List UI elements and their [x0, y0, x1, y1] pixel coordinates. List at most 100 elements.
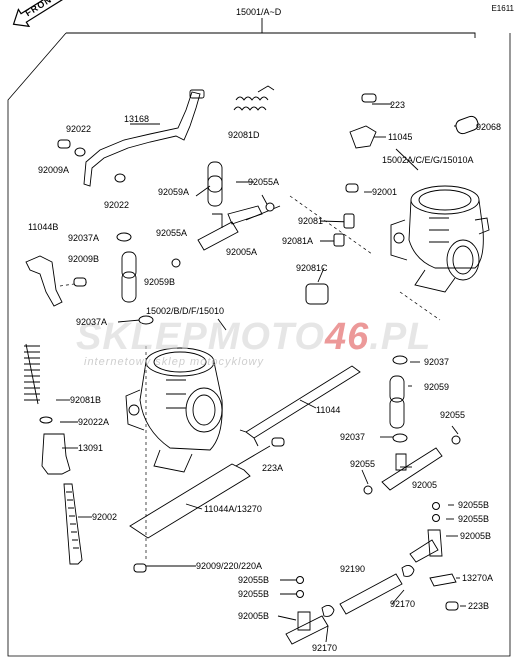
part-label-92009b[interactable]: 92009B: [68, 254, 100, 264]
part-label-11044[interactable]: 11044: [316, 405, 341, 415]
oring-92055a-mid: [171, 258, 181, 268]
fitting-92005: [381, 447, 443, 491]
spring-92081a: [333, 233, 345, 247]
part-label-92005[interactable]: 92005: [412, 480, 438, 490]
cap-92037a-mid: [138, 315, 154, 325]
washer-92022-top: [74, 147, 86, 157]
fitting-92005a: [197, 205, 263, 251]
part-label-13091[interactable]: 13091: [78, 443, 104, 453]
clip-92170-right: [401, 565, 415, 577]
washer-92022-mid: [114, 173, 126, 183]
carburetor-upper: [390, 185, 490, 293]
oring-92055b-3: [296, 576, 304, 584]
screw-223b: [445, 601, 459, 611]
part-label-13270a[interactable]: 13270A: [462, 573, 494, 583]
part-label-92022a[interactable]: 92022A: [78, 417, 110, 427]
screw-92009a: [57, 139, 71, 149]
part-label-92005b-left[interactable]: 92005B: [238, 611, 270, 621]
part-label-92170-right[interactable]: 92170: [390, 599, 416, 609]
part-label-92170-low[interactable]: 92170: [312, 643, 338, 653]
spring-92081c: [305, 283, 329, 305]
part-label-92037a-mid[interactable]: 92037A: [76, 317, 108, 327]
spring-92081b: [24, 343, 40, 405]
part-label-15002a[interactable]: 15002A/C/E/G/15010A: [382, 155, 474, 165]
strip-11044: [239, 365, 361, 447]
carburetor-lower: [125, 347, 223, 473]
oring-92055b-4: [296, 590, 304, 598]
part-label-92081c[interactable]: 92081C: [296, 263, 328, 273]
screw-223a: [271, 437, 285, 447]
fitting-92005b-left: [285, 611, 329, 645]
part-label-15001[interactable]: 15001/A~D: [236, 7, 282, 17]
hose-92190: [339, 573, 403, 615]
cap-92037a-top: [116, 232, 132, 242]
part-label-92081[interactable]: 92081: [298, 216, 324, 226]
part-label-92059b[interactable]: 92059B: [144, 277, 176, 287]
part-label-92055b-4[interactable]: 92055B: [238, 589, 270, 599]
fitting-92005b-right: [409, 529, 443, 563]
spring-92081: [343, 213, 355, 229]
oring-92055-right: [451, 435, 461, 445]
washer-92022a: [39, 416, 53, 424]
screw-92002: [63, 483, 83, 565]
spring-92081d: [233, 85, 275, 111]
part-label-223b[interactable]: 223B: [468, 601, 490, 611]
part-label-11044b[interactable]: 11044B: [28, 222, 59, 232]
part-label-92055a-mid[interactable]: 92055A: [156, 228, 188, 238]
oring-92055a-top: [265, 202, 275, 212]
cap-92037-low: [392, 433, 408, 443]
part-label-92055a-top[interactable]: 92055A: [248, 177, 280, 187]
screw-92001: [345, 183, 359, 193]
oring-92055b-2: [432, 514, 440, 522]
part-label-92009a[interactable]: 92009A: [38, 165, 70, 175]
part-label-15002b[interactable]: 15002/B/D/F/15010: [146, 306, 225, 316]
part-label-223a[interactable]: 223A: [262, 463, 284, 473]
part-label-92055b-1[interactable]: 92055B: [458, 500, 490, 510]
bracket-11044b: [25, 255, 63, 307]
holder-13091: [41, 433, 71, 475]
part-label-92055b-2[interactable]: 92055B: [458, 514, 490, 524]
part-label-92009-220[interactable]: 92009/220/220A: [196, 561, 263, 571]
part-label-92068[interactable]: 92068: [476, 122, 502, 132]
part-label-11044a[interactable]: 11044A/13270: [204, 504, 262, 514]
part-label-11045[interactable]: 11045: [388, 132, 413, 142]
part-label-92005a[interactable]: 92005A: [226, 247, 258, 257]
strip-11044a: [129, 463, 251, 539]
part-label-92081b[interactable]: 92081B: [70, 395, 102, 405]
part-label-92037-right[interactable]: 92037: [424, 357, 450, 367]
part-label-92037a-top[interactable]: 92037A: [68, 233, 100, 243]
part-label-92002[interactable]: 92002: [92, 512, 118, 522]
stop-11045: [349, 125, 377, 149]
part-label-92081d[interactable]: 92081D: [228, 130, 260, 140]
front-arrow: FRONT: [6, 0, 63, 35]
part-label-13168[interactable]: 13168: [124, 114, 150, 124]
part-label-92059a[interactable]: 92059A: [158, 187, 190, 197]
diagram-id: E1611: [491, 4, 514, 13]
throttle-bracket: [83, 89, 205, 187]
part-label-92055-right[interactable]: 92055: [440, 410, 466, 420]
plug-92068: [455, 115, 479, 135]
part-label-92001[interactable]: 92001: [372, 187, 398, 197]
hose-92059: [389, 375, 405, 403]
part-label-92055b-3[interactable]: 92055B: [238, 575, 270, 585]
hose-92059a: [207, 161, 223, 193]
bracket-13270a: [429, 573, 457, 587]
part-label-92022-mid[interactable]: 92022: [104, 200, 130, 210]
part-label-92022-top[interactable]: 92022: [66, 124, 92, 134]
part-label-92081a[interactable]: 92081A: [282, 236, 314, 246]
clip-92170-low: [321, 605, 335, 617]
part-label-92037-low[interactable]: 92037: [340, 432, 366, 442]
part-label-223-top[interactable]: 223: [390, 100, 406, 110]
part-label-92055-low[interactable]: 92055: [350, 459, 376, 469]
part-label-92005b-right[interactable]: 92005B: [460, 531, 492, 541]
hose-92059b: [121, 251, 137, 279]
screw-92009-220: [133, 563, 147, 573]
cap-92037-right: [392, 355, 408, 365]
part-label-92059[interactable]: 92059: [424, 382, 450, 392]
screw-92009b: [73, 277, 87, 287]
oring-92055b-1: [432, 502, 440, 510]
part-label-92190[interactable]: 92190: [340, 564, 366, 574]
screw-223-top: [361, 93, 377, 103]
